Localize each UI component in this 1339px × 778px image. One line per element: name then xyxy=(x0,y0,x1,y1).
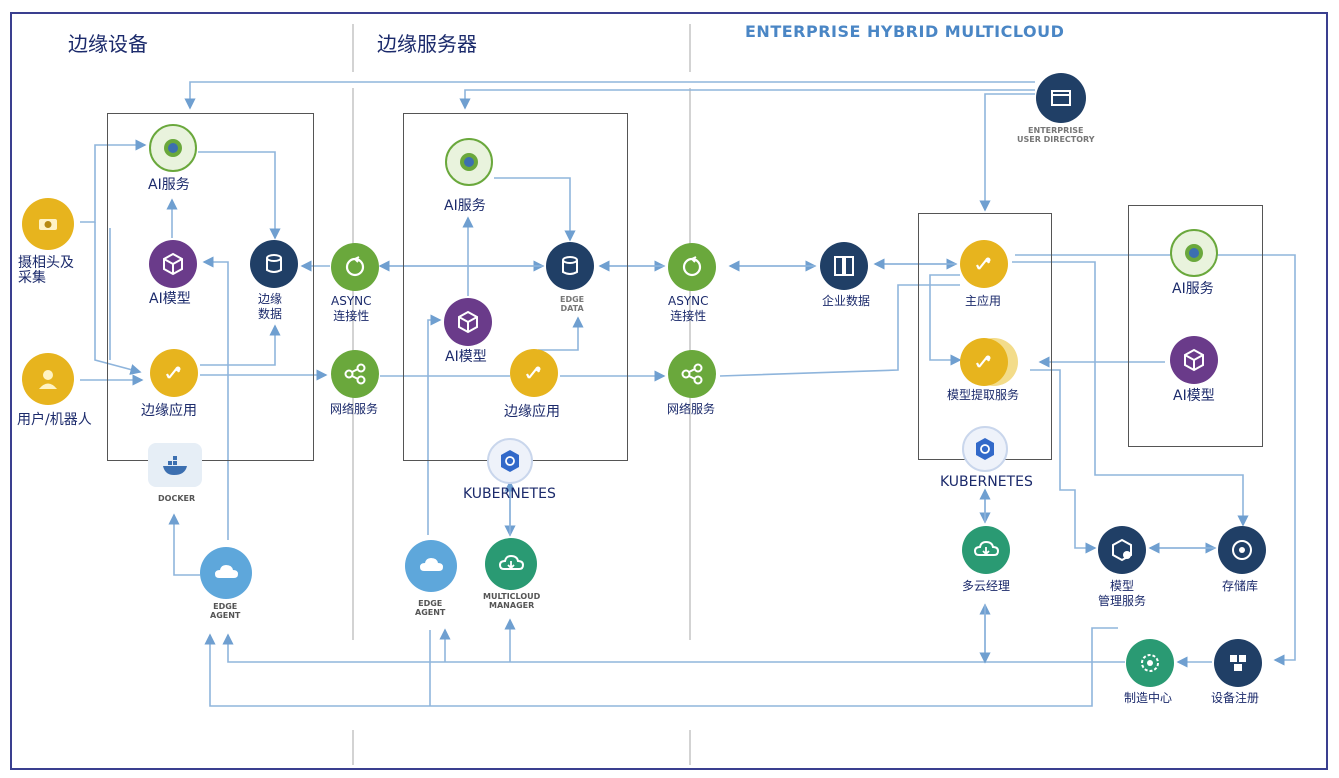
async-connectivity-2-icon xyxy=(668,243,716,291)
docker-label: DOCKER xyxy=(158,494,196,503)
camera-icon xyxy=(22,198,74,250)
server-edge-app-icon xyxy=(510,349,558,397)
server-ai-service-icon xyxy=(445,138,493,186)
user-directory-label: ENTERPRISE USER DIRECTORY xyxy=(1017,126,1095,144)
model-mgmt-icon xyxy=(1098,526,1146,574)
ai-service-icon xyxy=(149,124,197,172)
model-mgmt-label: 模型 管理服务 xyxy=(1098,579,1147,608)
network-service-2-label: 网络服务 xyxy=(667,402,716,416)
mfg-center-label: 制造中心 xyxy=(1124,691,1173,705)
mfg-center-icon xyxy=(1126,639,1174,687)
right-ai-service-label: AI服务 xyxy=(1172,281,1214,297)
user-robot-icon xyxy=(22,353,74,405)
ai-model-icon xyxy=(149,240,197,288)
enterprise-data-label: 企业数据 xyxy=(822,294,871,308)
server-edge-agent-icon xyxy=(405,540,457,592)
storage-label: 存储库 xyxy=(1222,579,1259,593)
model-extract-label: 模型提取服务 xyxy=(947,388,1020,402)
kubernetes-label: KUBERNETES xyxy=(463,486,556,502)
enterprise-header: ENTERPRISE HYBRID MULTICLOUD xyxy=(745,22,1065,41)
server-edge-app-label: 边缘应用 xyxy=(504,404,560,420)
network-service-label: 网络服务 xyxy=(330,402,379,416)
ai-service-label: AI服务 xyxy=(148,177,190,193)
multicloud-manager-label: 多云经理 xyxy=(962,579,1011,593)
ai-model-box xyxy=(1128,205,1263,447)
edge-agent-label: EDGE AGENT xyxy=(210,602,241,620)
device-registry-label: 设备注册 xyxy=(1211,691,1260,705)
async-connectivity-label: ASYNC 连接性 xyxy=(331,294,372,323)
kubernetes-icon xyxy=(487,438,533,484)
model-extract-icon xyxy=(960,338,1008,386)
server-ai-model-label: AI模型 xyxy=(445,349,487,365)
server-ai-model-icon xyxy=(444,298,492,346)
edge-data-icon xyxy=(250,240,298,288)
edge-devices-header: 边缘设备 xyxy=(68,32,148,56)
right-ai-service-icon xyxy=(1170,229,1218,277)
main-app-icon xyxy=(960,240,1008,288)
enterprise-kubernetes-icon xyxy=(962,426,1008,472)
mcm-icon xyxy=(485,538,537,590)
async-connectivity-icon xyxy=(331,243,379,291)
edge-data-label: 边缘 数据 xyxy=(258,292,283,321)
right-ai-model-label: AI模型 xyxy=(1173,388,1215,404)
diagram-frame xyxy=(10,12,1328,770)
main-app-label: 主应用 xyxy=(965,294,1002,308)
edge-app-icon xyxy=(150,349,198,397)
ai-model-label: AI模型 xyxy=(149,291,191,307)
device-registry-icon xyxy=(1214,639,1262,687)
camera-label: 摄相头及 采集 xyxy=(18,255,74,286)
edge-servers-header: 边缘服务器 xyxy=(377,32,477,56)
server-edge-data-icon xyxy=(546,242,594,290)
docker-icon xyxy=(148,443,202,487)
enterprise-data-icon xyxy=(820,242,868,290)
edge-device-box xyxy=(107,113,314,461)
async-connectivity-2-label: ASYNC 连接性 xyxy=(668,294,709,323)
server-edge-agent-label: EDGE AGENT xyxy=(415,599,446,617)
network-service-icon xyxy=(331,350,379,398)
enterprise-kubernetes-label: KUBERNETES xyxy=(940,474,1033,490)
user-directory-icon xyxy=(1036,73,1086,123)
network-service-2-icon xyxy=(668,350,716,398)
server-edge-data-label: EDGE DATA xyxy=(560,295,585,313)
storage-icon xyxy=(1218,526,1266,574)
edge-agent-icon xyxy=(200,547,252,599)
server-ai-service-label: AI服务 xyxy=(444,198,486,214)
multicloud-manager-icon xyxy=(962,526,1010,574)
user-robot-label: 用户/机器人 xyxy=(17,412,92,428)
edge-app-label: 边缘应用 xyxy=(141,403,197,419)
right-ai-model-icon xyxy=(1170,336,1218,384)
mcm-label: MULTICLOUD MANAGER xyxy=(483,592,541,610)
